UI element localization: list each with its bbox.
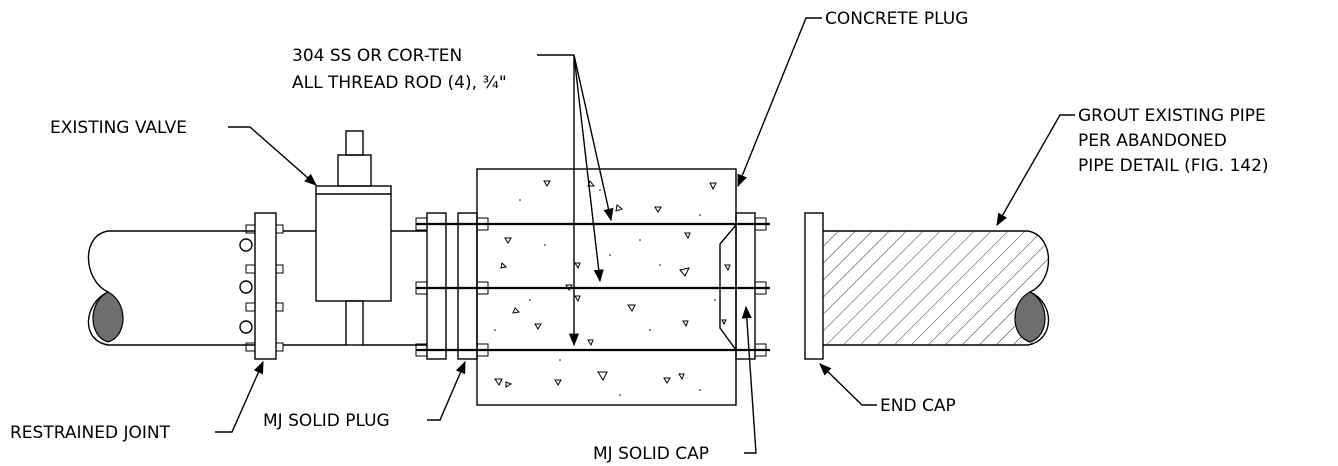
leaders bbox=[215, 17, 1075, 454]
pipe-section-right bbox=[1014, 291, 1046, 343]
grouted-pipe-right bbox=[823, 230, 1050, 346]
restrained-joint bbox=[239, 212, 284, 360]
label-grout-line2: PER ABANDONED bbox=[1078, 131, 1227, 151]
label-rod-line1: 304 SS OR COR-TEN bbox=[292, 46, 462, 66]
label-mj-solid-plug: MJ SOLID PLUG bbox=[263, 411, 390, 431]
label-grout-line3: PIPE DETAIL (FIG. 142) bbox=[1078, 156, 1269, 176]
mj-solid-cap bbox=[719, 212, 767, 360]
restrained-joint-bolts bbox=[239, 224, 284, 352]
existing-pipe-left bbox=[87, 230, 255, 346]
label-end-cap: END CAP bbox=[880, 396, 956, 416]
all-thread-rods bbox=[416, 222, 770, 352]
existing-valve bbox=[315, 130, 392, 346]
label-grout-line1: GROUT EXISTING PIPE bbox=[1078, 106, 1266, 126]
label-concrete-plug: CONCRETE PLUG bbox=[825, 9, 968, 29]
mj-solid-plug bbox=[415, 212, 489, 360]
pipe-section-left bbox=[92, 291, 124, 343]
label-rod-line2: ALL THREAD ROD (4), ¾" bbox=[292, 73, 507, 93]
label-restrained-joint: RESTRAINED JOINT bbox=[10, 423, 171, 443]
concrete-aggregate bbox=[494, 180, 731, 388]
label-existing-valve: EXISTING VALVE bbox=[50, 118, 187, 138]
label-mj-solid-cap: MJ SOLID CAP bbox=[593, 444, 709, 464]
end-cap bbox=[804, 212, 824, 360]
concrete-stipple bbox=[494, 189, 716, 396]
